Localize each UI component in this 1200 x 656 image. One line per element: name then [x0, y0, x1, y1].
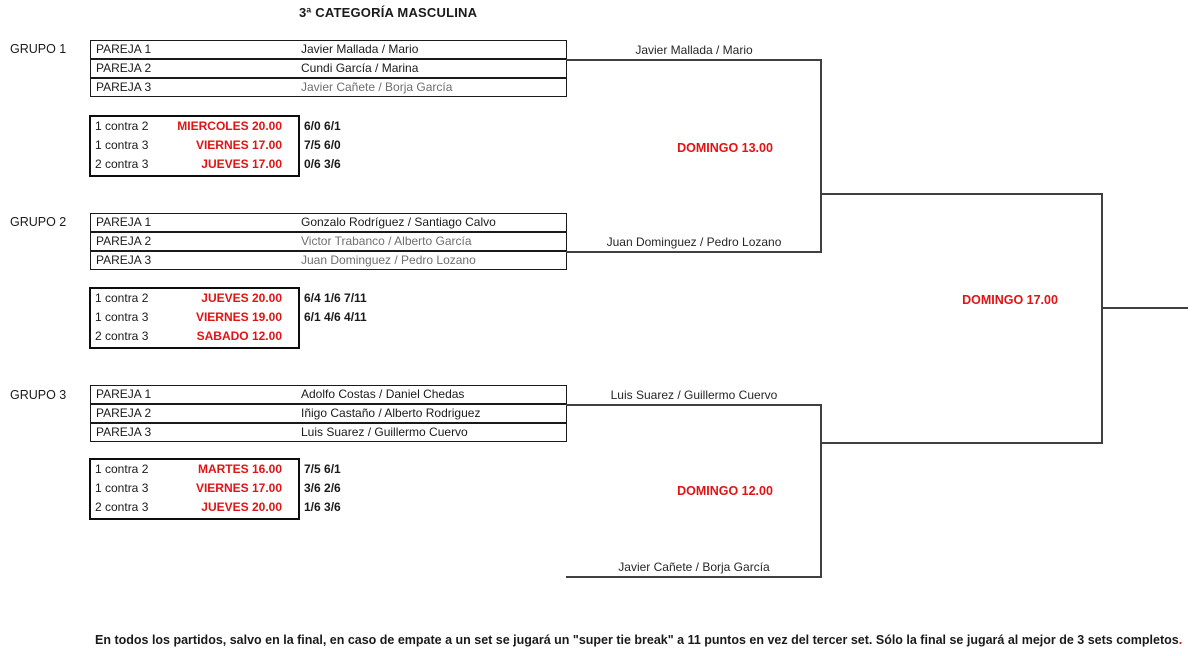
footnote-red-period: .	[1178, 633, 1183, 647]
pair-label: PAREJA 1	[96, 42, 152, 56]
group-3-schedule-box: 1 contra 2 MARTES 16.00 1 contra 3 VIERN…	[89, 458, 300, 520]
pair-name: Adolfo Costas / Daniel Chedas	[301, 387, 465, 401]
sf2-bottom-name: Javier Cañete / Borja García	[618, 560, 770, 574]
footnote: En todos los partidos, salvo en la final…	[95, 633, 1182, 647]
group-2-label: GRUPO 2	[10, 215, 67, 229]
match-pairing: 1 contra 3	[95, 481, 149, 495]
match-score: 6/1 4/6 4/11	[304, 310, 367, 324]
match-score: 1/6 3/6	[304, 500, 341, 514]
table-row: PAREJA 1 Javier Mallada / Mario	[90, 40, 567, 59]
match-time: JUEVES 20.00	[201, 291, 282, 305]
table-row: PAREJA 3 Juan Dominguez / Pedro Lozano	[90, 251, 567, 270]
bracket-line-sf2-winner	[820, 442, 1103, 444]
group-2-scores: 6/4 1/6 7/11 6/1 4/6 4/11	[304, 289, 367, 346]
schedule-row: 2 contra 3 SABADO 12.00	[91, 327, 298, 346]
footnote-text: En todos los partidos, salvo en la final…	[95, 633, 1179, 647]
group-3-pairs-table: PAREJA 1 Adolfo Costas / Daniel Chedas P…	[90, 385, 567, 442]
bracket-line-champion	[1101, 307, 1188, 309]
pair-label: PAREJA 2	[96, 406, 152, 420]
group-3-label: GRUPO 3	[10, 388, 67, 402]
pair-name: Javier Cañete / Borja García	[301, 80, 453, 94]
match-pairing: 1 contra 3	[95, 310, 149, 324]
table-row: PAREJA 1 Gonzalo Rodríguez / Santiago Ca…	[90, 213, 567, 232]
match-pairing: 2 contra 3	[95, 157, 149, 171]
pair-name: Luis Suarez / Guillermo Cuervo	[301, 425, 468, 439]
group-1-label: GRUPO 1	[10, 42, 67, 56]
schedule-row: 1 contra 2 MARTES 16.00	[91, 460, 298, 479]
sf1-top-name: Javier Mallada / Mario	[635, 43, 753, 57]
group-2-schedule-box: 1 contra 2 JUEVES 20.00 1 contra 3 VIERN…	[89, 287, 300, 349]
match-pairing: 1 contra 2	[95, 291, 149, 305]
group-3-scores: 7/5 6/1 3/6 2/6 1/6 3/6	[304, 460, 341, 517]
pair-label: PAREJA 3	[96, 253, 152, 267]
table-row: PAREJA 2 Iñigo Castaño / Alberto Rodrigu…	[90, 404, 567, 423]
pair-name: Iñigo Castaño / Alberto Rodriguez	[301, 406, 481, 420]
final-time: DOMINGO 17.00	[962, 293, 1058, 307]
schedule-row: 2 contra 3 JUEVES 17.00	[91, 155, 298, 174]
group-1-schedule-box: 1 contra 2 MIERCOLES 20.00 1 contra 3 VI…	[89, 115, 300, 177]
match-score: 0/6 3/6	[304, 157, 341, 171]
match-time: VIERNES 19.00	[195, 310, 282, 324]
match-score: 6/4 1/6 7/11	[304, 291, 367, 305]
pair-label: PAREJA 3	[96, 80, 152, 94]
table-row: PAREJA 3 Javier Cañete / Borja García	[90, 78, 567, 97]
match-score	[304, 327, 367, 346]
pair-name: Cundi García / Marina	[301, 61, 419, 75]
schedule-row: 1 contra 3 VIERNES 17.00	[91, 136, 298, 155]
pair-label: PAREJA 2	[96, 234, 152, 248]
match-pairing: 1 contra 2	[95, 462, 149, 476]
match-score: 6/0 6/1	[304, 119, 341, 133]
pair-label: PAREJA 1	[96, 215, 152, 229]
group-2-pairs-table: PAREJA 1 Gonzalo Rodríguez / Santiago Ca…	[90, 213, 567, 270]
bracket-line-winner-g2	[566, 251, 822, 253]
schedule-row: 1 contra 2 MIERCOLES 20.00	[91, 117, 298, 136]
pair-name: Gonzalo Rodríguez / Santiago Calvo	[301, 215, 496, 229]
schedule-row: 2 contra 3 JUEVES 20.00	[91, 498, 298, 517]
pair-name: Victor Trabanco / Alberto García	[301, 234, 472, 248]
match-score: 7/5 6/0	[304, 138, 341, 152]
match-score: 7/5 6/1	[304, 462, 341, 476]
pair-name: Juan Dominguez / Pedro Lozano	[301, 253, 476, 267]
match-pairing: 1 contra 2	[95, 119, 149, 133]
group-1-scores: 6/0 6/1 7/5 6/0 0/6 3/6	[304, 117, 341, 174]
bracket-connector-sf1	[820, 59, 822, 253]
schedule-row: 1 contra 3 VIERNES 19.00	[91, 308, 298, 327]
sf2-time: DOMINGO 12.00	[677, 484, 773, 498]
sf2-top-name: Luis Suarez / Guillermo Cuervo	[610, 388, 778, 402]
group-1-pairs-table: PAREJA 1 Javier Mallada / Mario PAREJA 2…	[90, 40, 567, 97]
bracket-line-winner-g3	[566, 404, 822, 406]
match-time: VIERNES 17.00	[195, 481, 282, 495]
table-row: PAREJA 1 Adolfo Costas / Daniel Chedas	[90, 385, 567, 404]
sf1-time: DOMINGO 13.00	[677, 141, 773, 155]
schedule-row: 1 contra 2 JUEVES 20.00	[91, 289, 298, 308]
match-time: JUEVES 20.00	[201, 500, 282, 514]
match-time: MIERCOLES 20.00	[177, 119, 282, 133]
pair-label: PAREJA 3	[96, 425, 152, 439]
page-title: 3ª CATEGORÍA MASCULINA	[299, 5, 478, 20]
bracket-line-sf1-winner	[820, 193, 1103, 195]
pair-label: PAREJA 2	[96, 61, 152, 75]
match-pairing: 2 contra 3	[95, 500, 149, 514]
table-row: PAREJA 2 Victor Trabanco / Alberto Garcí…	[90, 232, 567, 251]
schedule-row: 1 contra 3 VIERNES 17.00	[91, 479, 298, 498]
match-pairing: 1 contra 3	[95, 138, 149, 152]
pair-label: PAREJA 1	[96, 387, 152, 401]
bracket-connector-sf2	[820, 404, 822, 578]
pair-name: Javier Mallada / Mario	[301, 42, 419, 56]
match-pairing: 2 contra 3	[95, 329, 149, 343]
sf1-bottom-name: Juan Dominguez / Pedro Lozano	[606, 235, 782, 249]
match-score: 3/6 2/6	[304, 481, 341, 495]
match-time: MARTES 16.00	[197, 462, 282, 476]
match-time: JUEVES 17.00	[201, 157, 282, 171]
match-time: SABADO 12.00	[196, 329, 282, 343]
bracket-line-winner-g1	[566, 59, 822, 61]
match-time: VIERNES 17.00	[195, 138, 282, 152]
bracket-connector-final	[1101, 193, 1103, 444]
table-row: PAREJA 2 Cundi García / Marina	[90, 59, 567, 78]
table-row: PAREJA 3 Luis Suarez / Guillermo Cuervo	[90, 423, 567, 442]
bracket-line-finalist2	[566, 576, 822, 578]
